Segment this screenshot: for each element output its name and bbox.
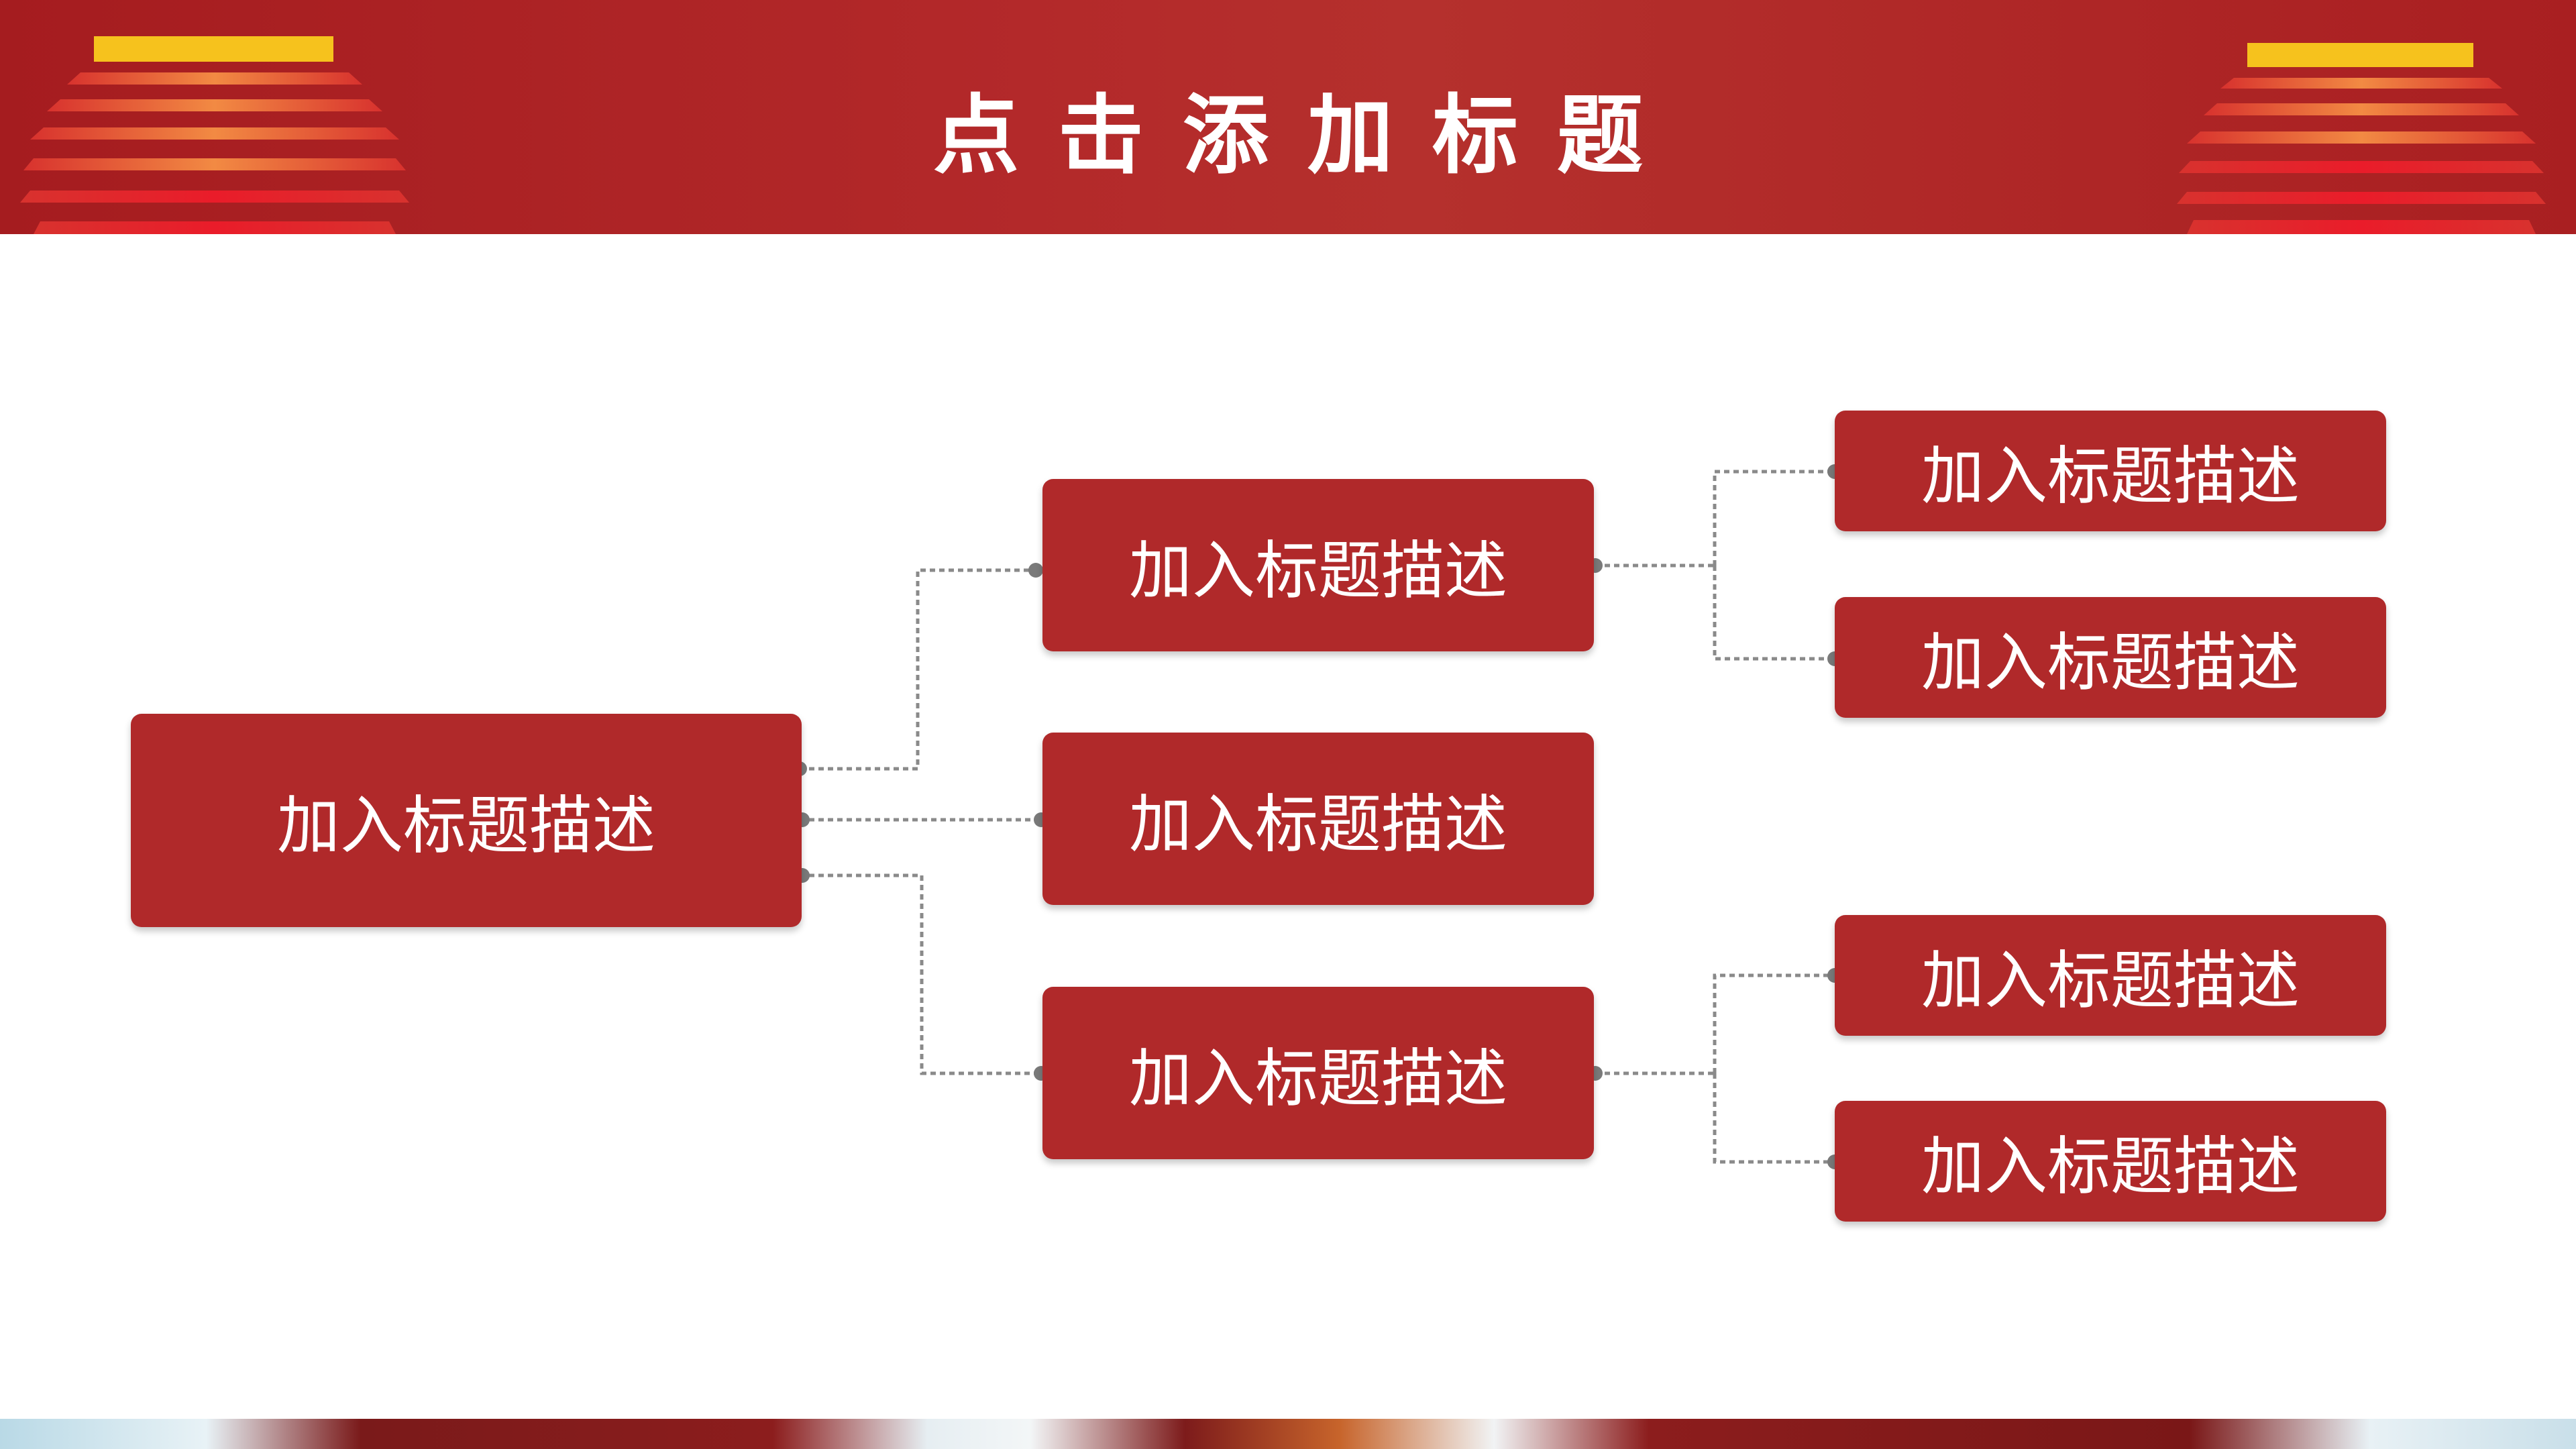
branch-node-1[interactable]: 加入标题描述 — [1042, 479, 1594, 651]
connector-branch-3-child-1 — [1713, 973, 1835, 1073]
connector-branch-3-child-2 — [1713, 1073, 1835, 1164]
connector-root-branch-3 — [800, 873, 1036, 1075]
connector-branch-1-child-2 — [1713, 566, 1835, 661]
leaf-node-1-1[interactable]: 加入标题描述 — [1835, 411, 2386, 531]
connector-root-branch-1 — [800, 568, 1036, 771]
connector-branch-1-child-1 — [1713, 470, 1835, 566]
footer-decoration-strip — [0, 1419, 2576, 1449]
branch-node-2[interactable]: 加入标题描述 — [1042, 733, 1594, 905]
branch-node-3[interactable]: 加入标题描述 — [1042, 987, 1594, 1159]
page-title[interactable]: 点击添加标题 — [932, 86, 1682, 186]
header-banner: 点击添加标题 — [0, 0, 2576, 234]
lantern-left-decoration — [20, 36, 409, 234]
leaf-node-3-1[interactable]: 加入标题描述 — [1835, 915, 2386, 1036]
lantern-right-decoration — [2177, 43, 2546, 234]
leaf-node-1-2[interactable]: 加入标题描述 — [1835, 597, 2386, 718]
connector-dot — [1028, 563, 1043, 578]
root-node[interactable]: 加入标题描述 — [131, 714, 802, 927]
leaf-node-3-2[interactable]: 加入标题描述 — [1835, 1101, 2386, 1222]
